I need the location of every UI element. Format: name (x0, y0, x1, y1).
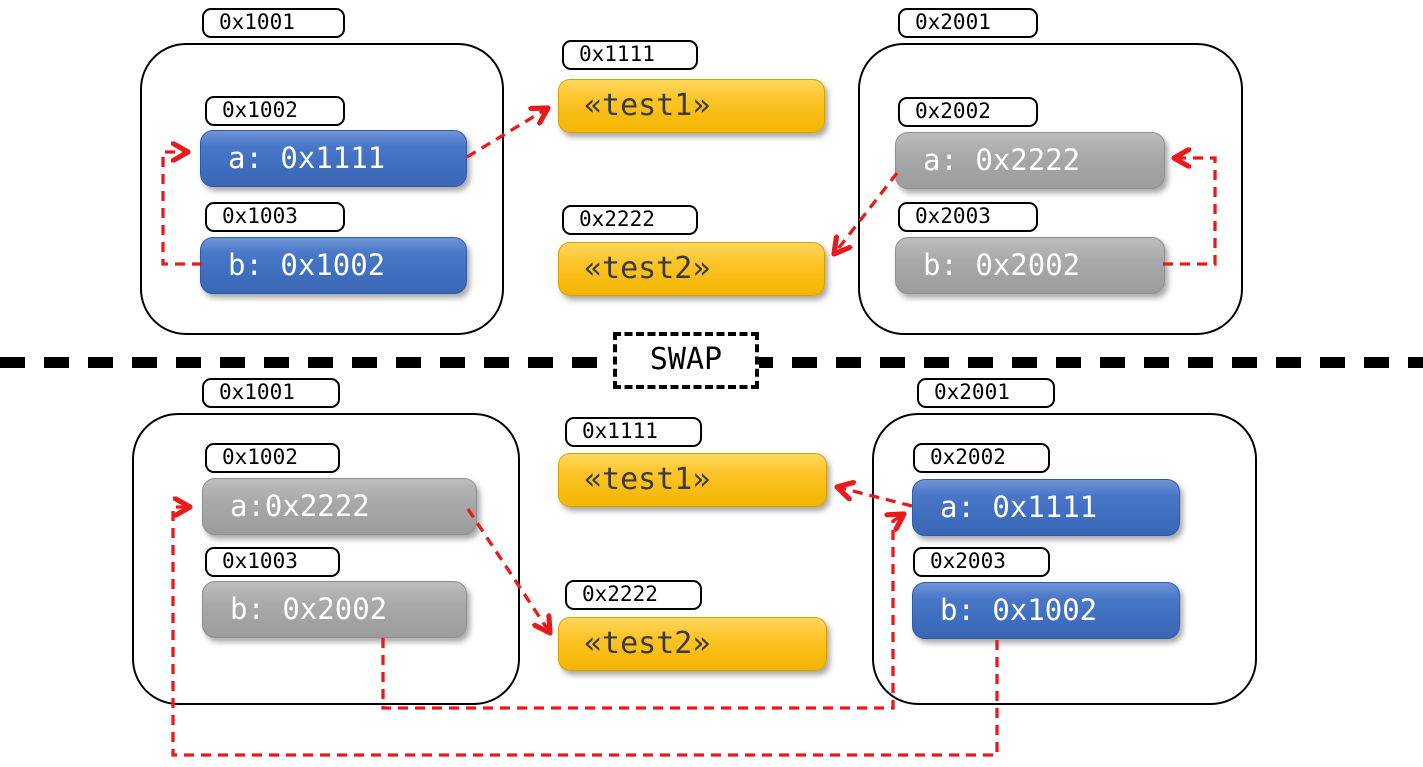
address-tab-string: 0x1111 (562, 40, 698, 70)
swap-box: SWAP (613, 332, 759, 389)
address-tab-frame: 0x2001 (898, 8, 1038, 38)
address-tab-string: 0x2222 (562, 205, 698, 235)
address-tab-frame: 0x1001 (202, 8, 345, 38)
string-box-test1: «test1» (558, 79, 825, 133)
var-box-a: a:0x2222 (202, 478, 477, 535)
address-tab-var: 0x2003 (898, 202, 1038, 232)
address-tab-string: 0x2222 (565, 580, 702, 610)
address-tab-var: 0x2002 (898, 97, 1038, 127)
var-box-b: b: 0x2002 (895, 237, 1165, 294)
address-tab-var: 0x1003 (205, 547, 340, 577)
address-tab-var: 0x1003 (205, 202, 345, 232)
address-tab-frame: 0x2001 (917, 378, 1055, 408)
var-box-b: b: 0x2002 (202, 581, 467, 638)
address-tab-var: 0x2003 (913, 547, 1050, 577)
string-box-test2: «test2» (558, 242, 825, 296)
var-box-b: b: 0x1002 (912, 582, 1180, 639)
var-box-a: a: 0x2222 (895, 132, 1165, 189)
address-tab-var: 0x1002 (205, 443, 340, 473)
var-box-a: a: 0x1111 (200, 130, 467, 187)
var-box-b: b: 0x1002 (200, 237, 467, 294)
address-tab-string: 0x1111 (565, 417, 702, 447)
string-box-test1: «test1» (558, 453, 827, 507)
address-tab-var: 0x2002 (913, 443, 1050, 473)
address-tab-frame: 0x1001 (202, 378, 340, 408)
string-box-test2: «test2» (558, 617, 827, 671)
address-tab-var: 0x1002 (205, 96, 345, 126)
var-box-a: a: 0x1111 (912, 479, 1180, 536)
